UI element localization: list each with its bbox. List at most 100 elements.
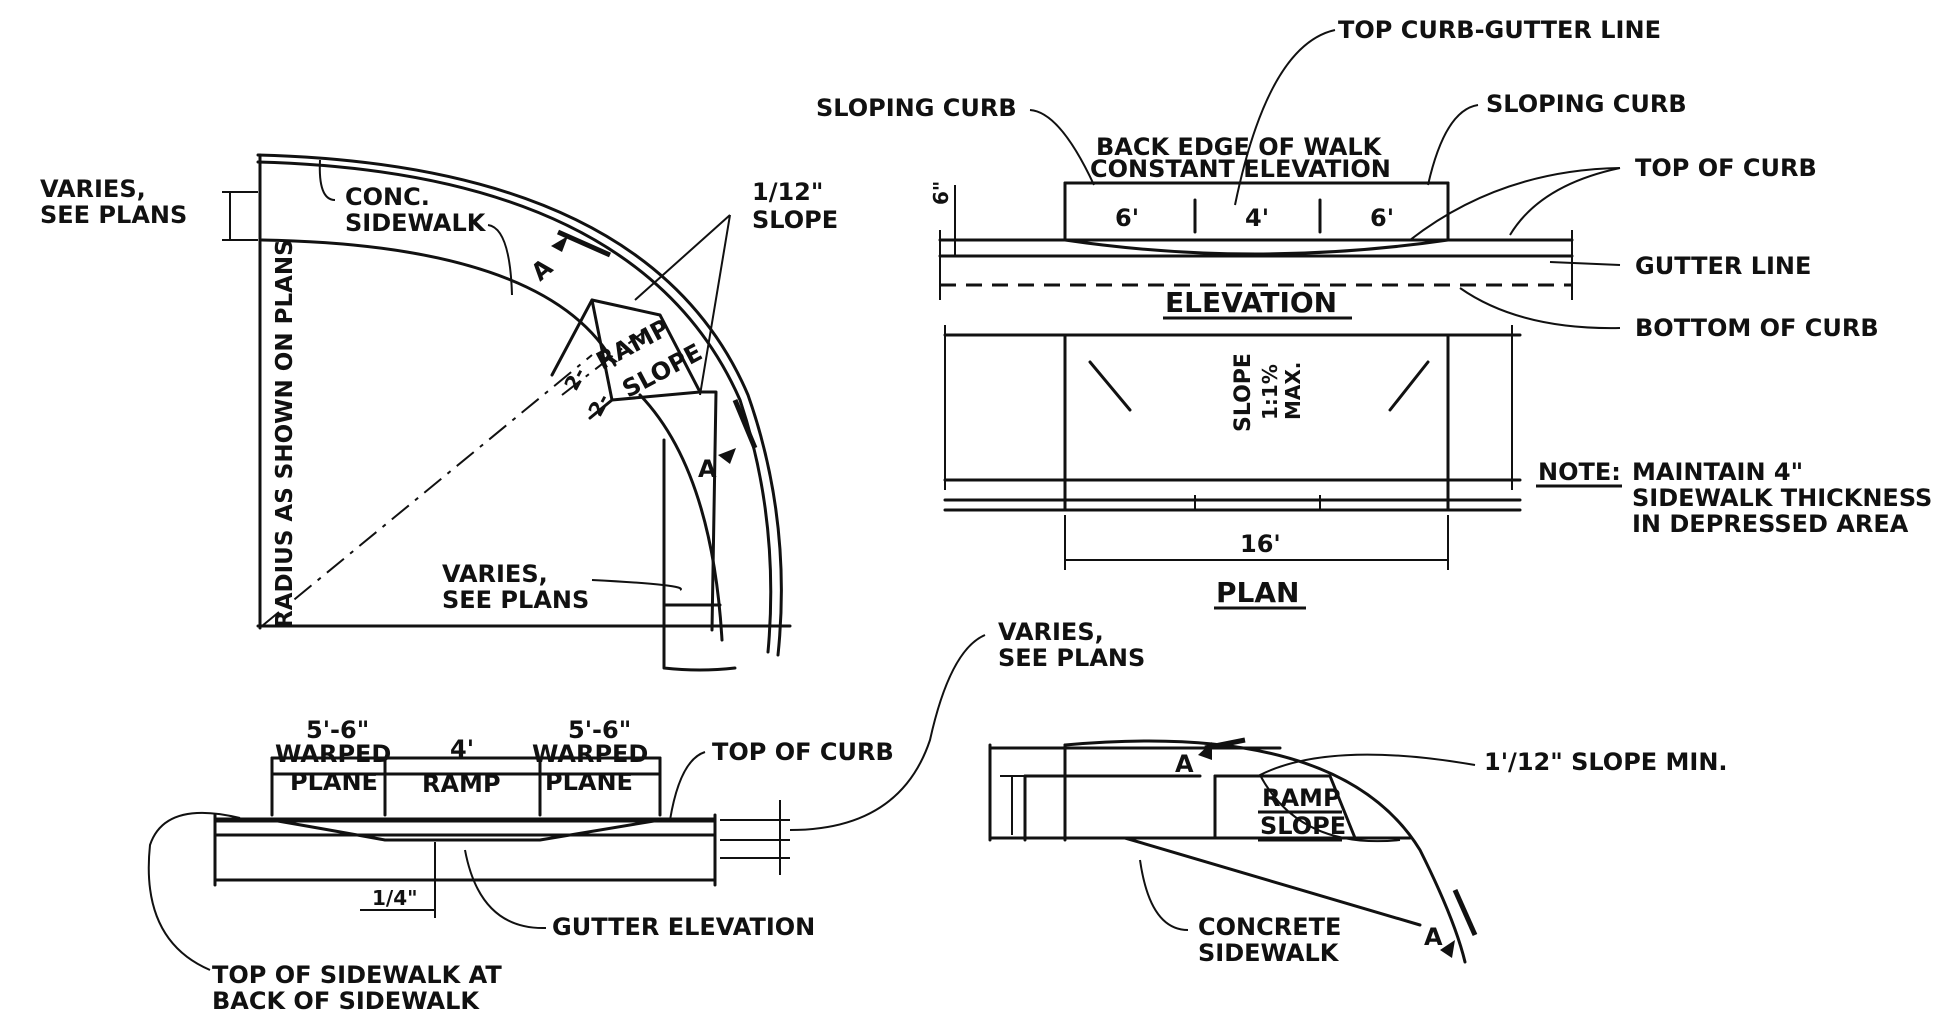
varies-mid-line1: VARIES, (442, 560, 548, 588)
slope-min-label: 1'/12" SLOPE MIN. (1484, 748, 1728, 776)
section-a-cut-right (732, 399, 758, 449)
plan-depressed-area (1063, 333, 1450, 512)
section-a-arrow-top-right (1198, 742, 1212, 760)
height-label: 6" (929, 181, 953, 205)
section-a-arrow-right (718, 448, 736, 464)
varies-bottom-line1: VARIES, (998, 618, 1104, 646)
concrete-sidewalk-line1: CONCRETE (1198, 913, 1341, 941)
varies-mid-line2: SEE PLANS (442, 586, 589, 614)
elevation-detail: TOP CURB-GUTTER LINE SLOPING CURB SLOPIN… (816, 16, 1879, 342)
seg-right-label: 6' (1370, 204, 1394, 232)
gutter-line-leader (1549, 261, 1621, 266)
ramp-depression (270, 818, 662, 842)
ramp-diagonal (1123, 836, 1422, 927)
slope-callout-line2: SLOPE (752, 206, 838, 234)
depressed-curb (1063, 238, 1450, 256)
ramp-label-section: RAMP (1262, 784, 1341, 812)
seg-left-label: 6' (1115, 204, 1139, 232)
curb-arc (1063, 739, 1467, 964)
walk-segments (1063, 181, 1450, 242)
top-of-curb-leader-2 (1509, 167, 1621, 236)
varies-leader (789, 634, 986, 831)
section-a-cut-top (556, 229, 612, 258)
section-a-top-label: A (1175, 750, 1194, 778)
bottom-of-curb-label: BOTTOM OF CURB (1635, 314, 1879, 342)
concrete-sidewalk-leader (1139, 859, 1189, 931)
ramp-flare-bottom (588, 398, 614, 420)
sloping-curb-right-leader (1427, 104, 1479, 186)
section-a-arrow-bottom-right (1440, 940, 1455, 958)
plan-flare-right (1388, 360, 1430, 412)
note-label: NOTE: (1538, 458, 1621, 486)
gutter-elevation-label: GUTTER ELEVATION (552, 913, 815, 941)
height-dim (945, 185, 965, 255)
section-a-arrow-top (551, 236, 568, 252)
curb-end-bottom (662, 438, 737, 672)
plane-left-label: PLANE (290, 768, 378, 796)
slope-min-leader (1258, 753, 1476, 843)
slope-leader-1 (634, 214, 731, 301)
top-of-sidewalk-line1: TOP OF SIDEWALK AT (212, 961, 502, 989)
back-of-curb-arc (256, 160, 773, 654)
gutter-elevation-leader (464, 849, 547, 930)
warped-right-label: WARPED (532, 740, 648, 768)
ramp-box-section (1213, 774, 1357, 840)
top-of-curb-label-bottom: TOP OF CURB (712, 738, 894, 766)
slope-label-section: SLOPE (1260, 812, 1346, 840)
ramp-elevation-detail: 5'-6" 4' 5'-6" WARPED PLANE RAMP WARPED … (147, 618, 1145, 1015)
sloping-curb-right-label: SLOPING CURB (1486, 90, 1687, 118)
diagonal-centerline (261, 354, 593, 627)
plan-detail: SLOPE 1:1% MAX. 16' PLAN NOTE: MAINTAIN … (943, 325, 1932, 610)
plan-width-dim (1064, 515, 1449, 570)
conc-sidewalk-line1: CONC. (345, 183, 430, 211)
note-line3: IN DEPRESSED AREA (1632, 510, 1909, 538)
back-edge-line2: CONSTANT ELEVATION (1090, 155, 1391, 183)
varies-bottom-line2: SEE PLANS (998, 644, 1145, 672)
ramp-side-strip (698, 390, 718, 632)
slope-callout-line1: 1/12" (752, 178, 823, 206)
sidewalk-lower-arc (638, 393, 724, 642)
conc-sidewalk-line2: SIDEWALK (345, 209, 487, 237)
section-a-label-top: A (526, 253, 559, 287)
radius-label: RADIUS AS SHOWN ON PLANS (272, 239, 298, 628)
section-inner-edges (1023, 743, 1067, 842)
top-curb-gutter-leader (1234, 29, 1336, 206)
plan-width-label: 16' (1240, 530, 1281, 558)
ramp-table-dividers (270, 756, 662, 817)
gutter-line-label: GUTTER LINE (1635, 252, 1811, 280)
section-a-label-right: A (698, 455, 717, 483)
back-edge-line1: BACK EDGE OF WALK (1096, 133, 1383, 161)
varies-mid-leader (591, 579, 682, 591)
plan-slope-max: MAX. (1281, 362, 1305, 420)
top-curb-gutter-label: TOP CURB-GUTTER LINE (1338, 16, 1661, 44)
varies-top-line1: VARIES, (40, 175, 146, 203)
concrete-sidewalk-line2: SIDEWALK (1198, 939, 1340, 967)
plan-ticks (1194, 495, 1321, 510)
varies-top-line2: SEE PLANS (40, 201, 187, 229)
ramp-label-bottom: RAMP (422, 770, 501, 798)
dim-right-label: 5'-6" (568, 716, 631, 744)
quarter-dim (360, 842, 436, 918)
dim-left-label: 5'-6" (306, 716, 369, 744)
outer-curb-arc (256, 153, 783, 657)
conc-sidewalk-leader (318, 159, 336, 201)
dim-mid-label: 4' (450, 735, 474, 763)
quarter-circle-ramp-detail: VARIES, SEE PLANS CONC. SIDEWALK 1/12" S… (40, 153, 838, 672)
top-of-sidewalk-line2: BACK OF SIDEWALK (212, 987, 480, 1015)
plan-flare-left (1088, 360, 1132, 412)
varies-dim-right (1000, 775, 1025, 835)
section-aa-detail: A A 1'/12" SLOPE MIN. RAMP SLOPE CONCRET… (988, 737, 1728, 967)
note-line1: MAINTAIN 4" (1632, 458, 1803, 486)
ramp-flare-left (550, 298, 594, 377)
back-of-sidewalk-arc (260, 238, 617, 367)
sidewalk-leader (487, 224, 513, 296)
sloping-curb-left-label: SLOPING CURB (816, 94, 1017, 122)
warped-left-label: WARPED (275, 740, 391, 768)
slope-leader-2 (699, 214, 731, 396)
plan-title: PLAN (1216, 576, 1299, 609)
plan-slope-label: SLOPE (1231, 353, 1256, 432)
ramp-dim-a: 2- (559, 363, 591, 394)
elevation-title: ELEVATION (1165, 286, 1337, 319)
section-a-cut-bottom-right (1452, 888, 1478, 937)
